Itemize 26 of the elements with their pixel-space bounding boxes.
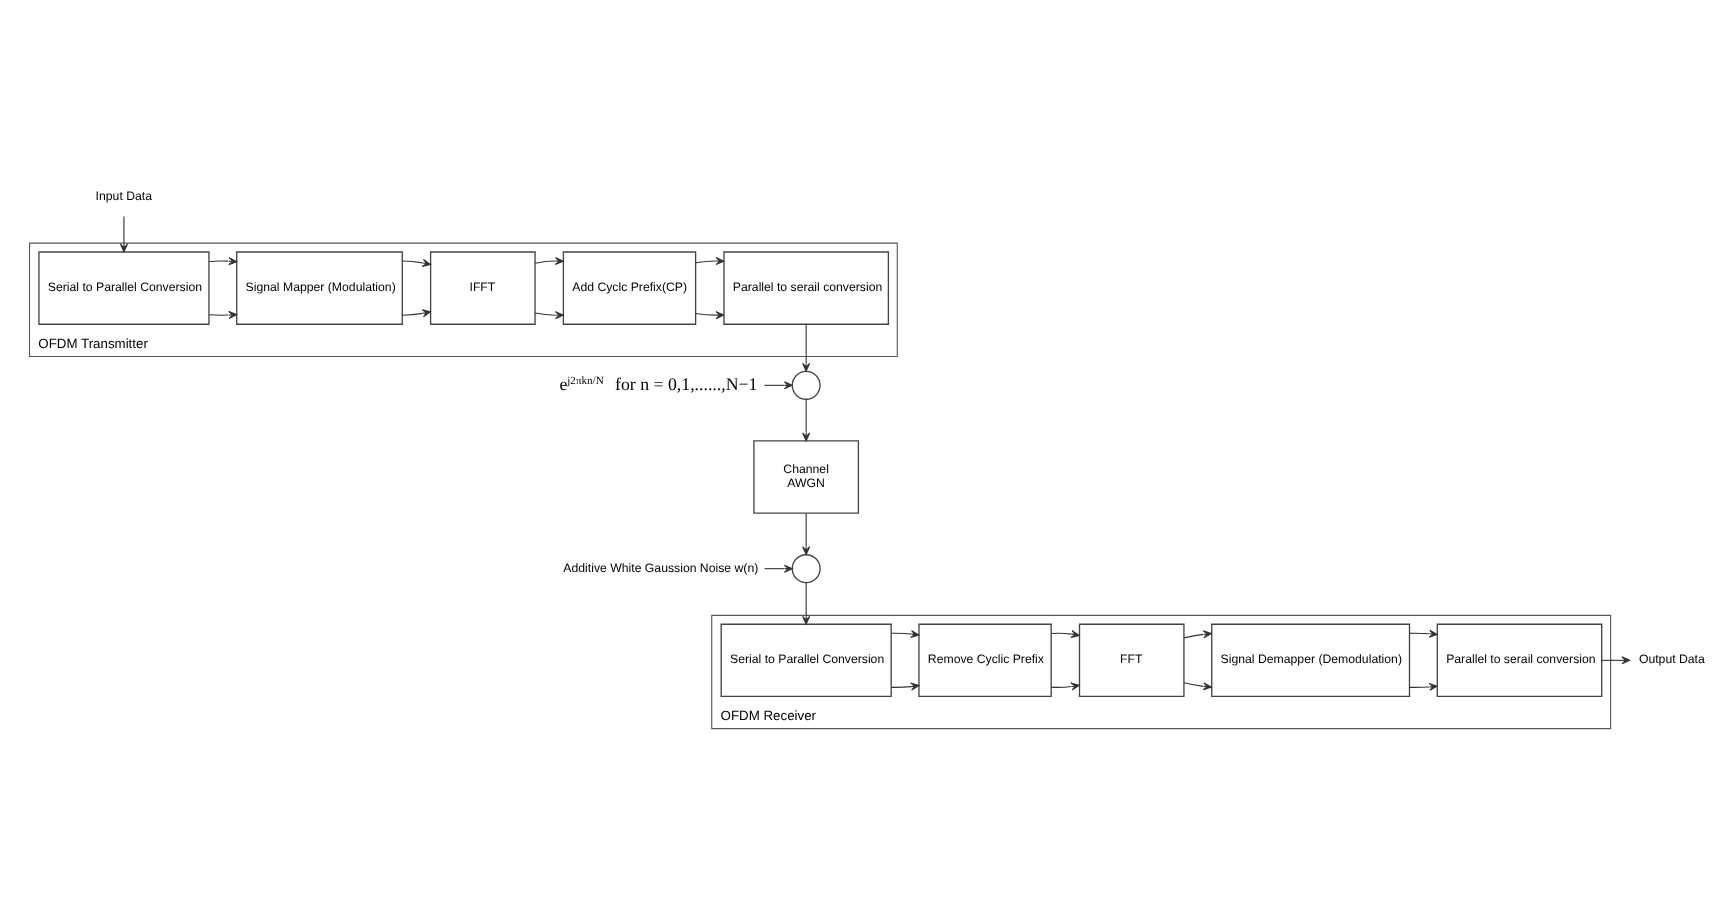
arrow <box>1409 682 1438 691</box>
arrow <box>802 512 811 556</box>
arrow <box>695 257 725 266</box>
arrow <box>695 311 725 320</box>
arrow <box>802 324 811 372</box>
arrow <box>119 215 128 253</box>
arrow <box>890 682 920 691</box>
arrow <box>1050 682 1080 691</box>
arrow <box>208 311 238 320</box>
arrow <box>764 564 793 573</box>
node-circle <box>791 370 821 400</box>
arrow <box>1183 682 1212 691</box>
arrow <box>534 256 564 266</box>
arrow <box>401 258 431 267</box>
arrow <box>1409 629 1438 638</box>
arrow <box>764 381 793 390</box>
arrow <box>802 398 811 442</box>
arrow <box>1183 630 1212 639</box>
node-circle <box>791 554 821 584</box>
arrow <box>208 257 238 266</box>
arrow <box>1050 630 1080 639</box>
arrow <box>401 309 431 318</box>
arrow <box>534 311 564 320</box>
arrow <box>890 630 920 639</box>
arrow <box>802 582 811 625</box>
arrow <box>1601 656 1631 665</box>
